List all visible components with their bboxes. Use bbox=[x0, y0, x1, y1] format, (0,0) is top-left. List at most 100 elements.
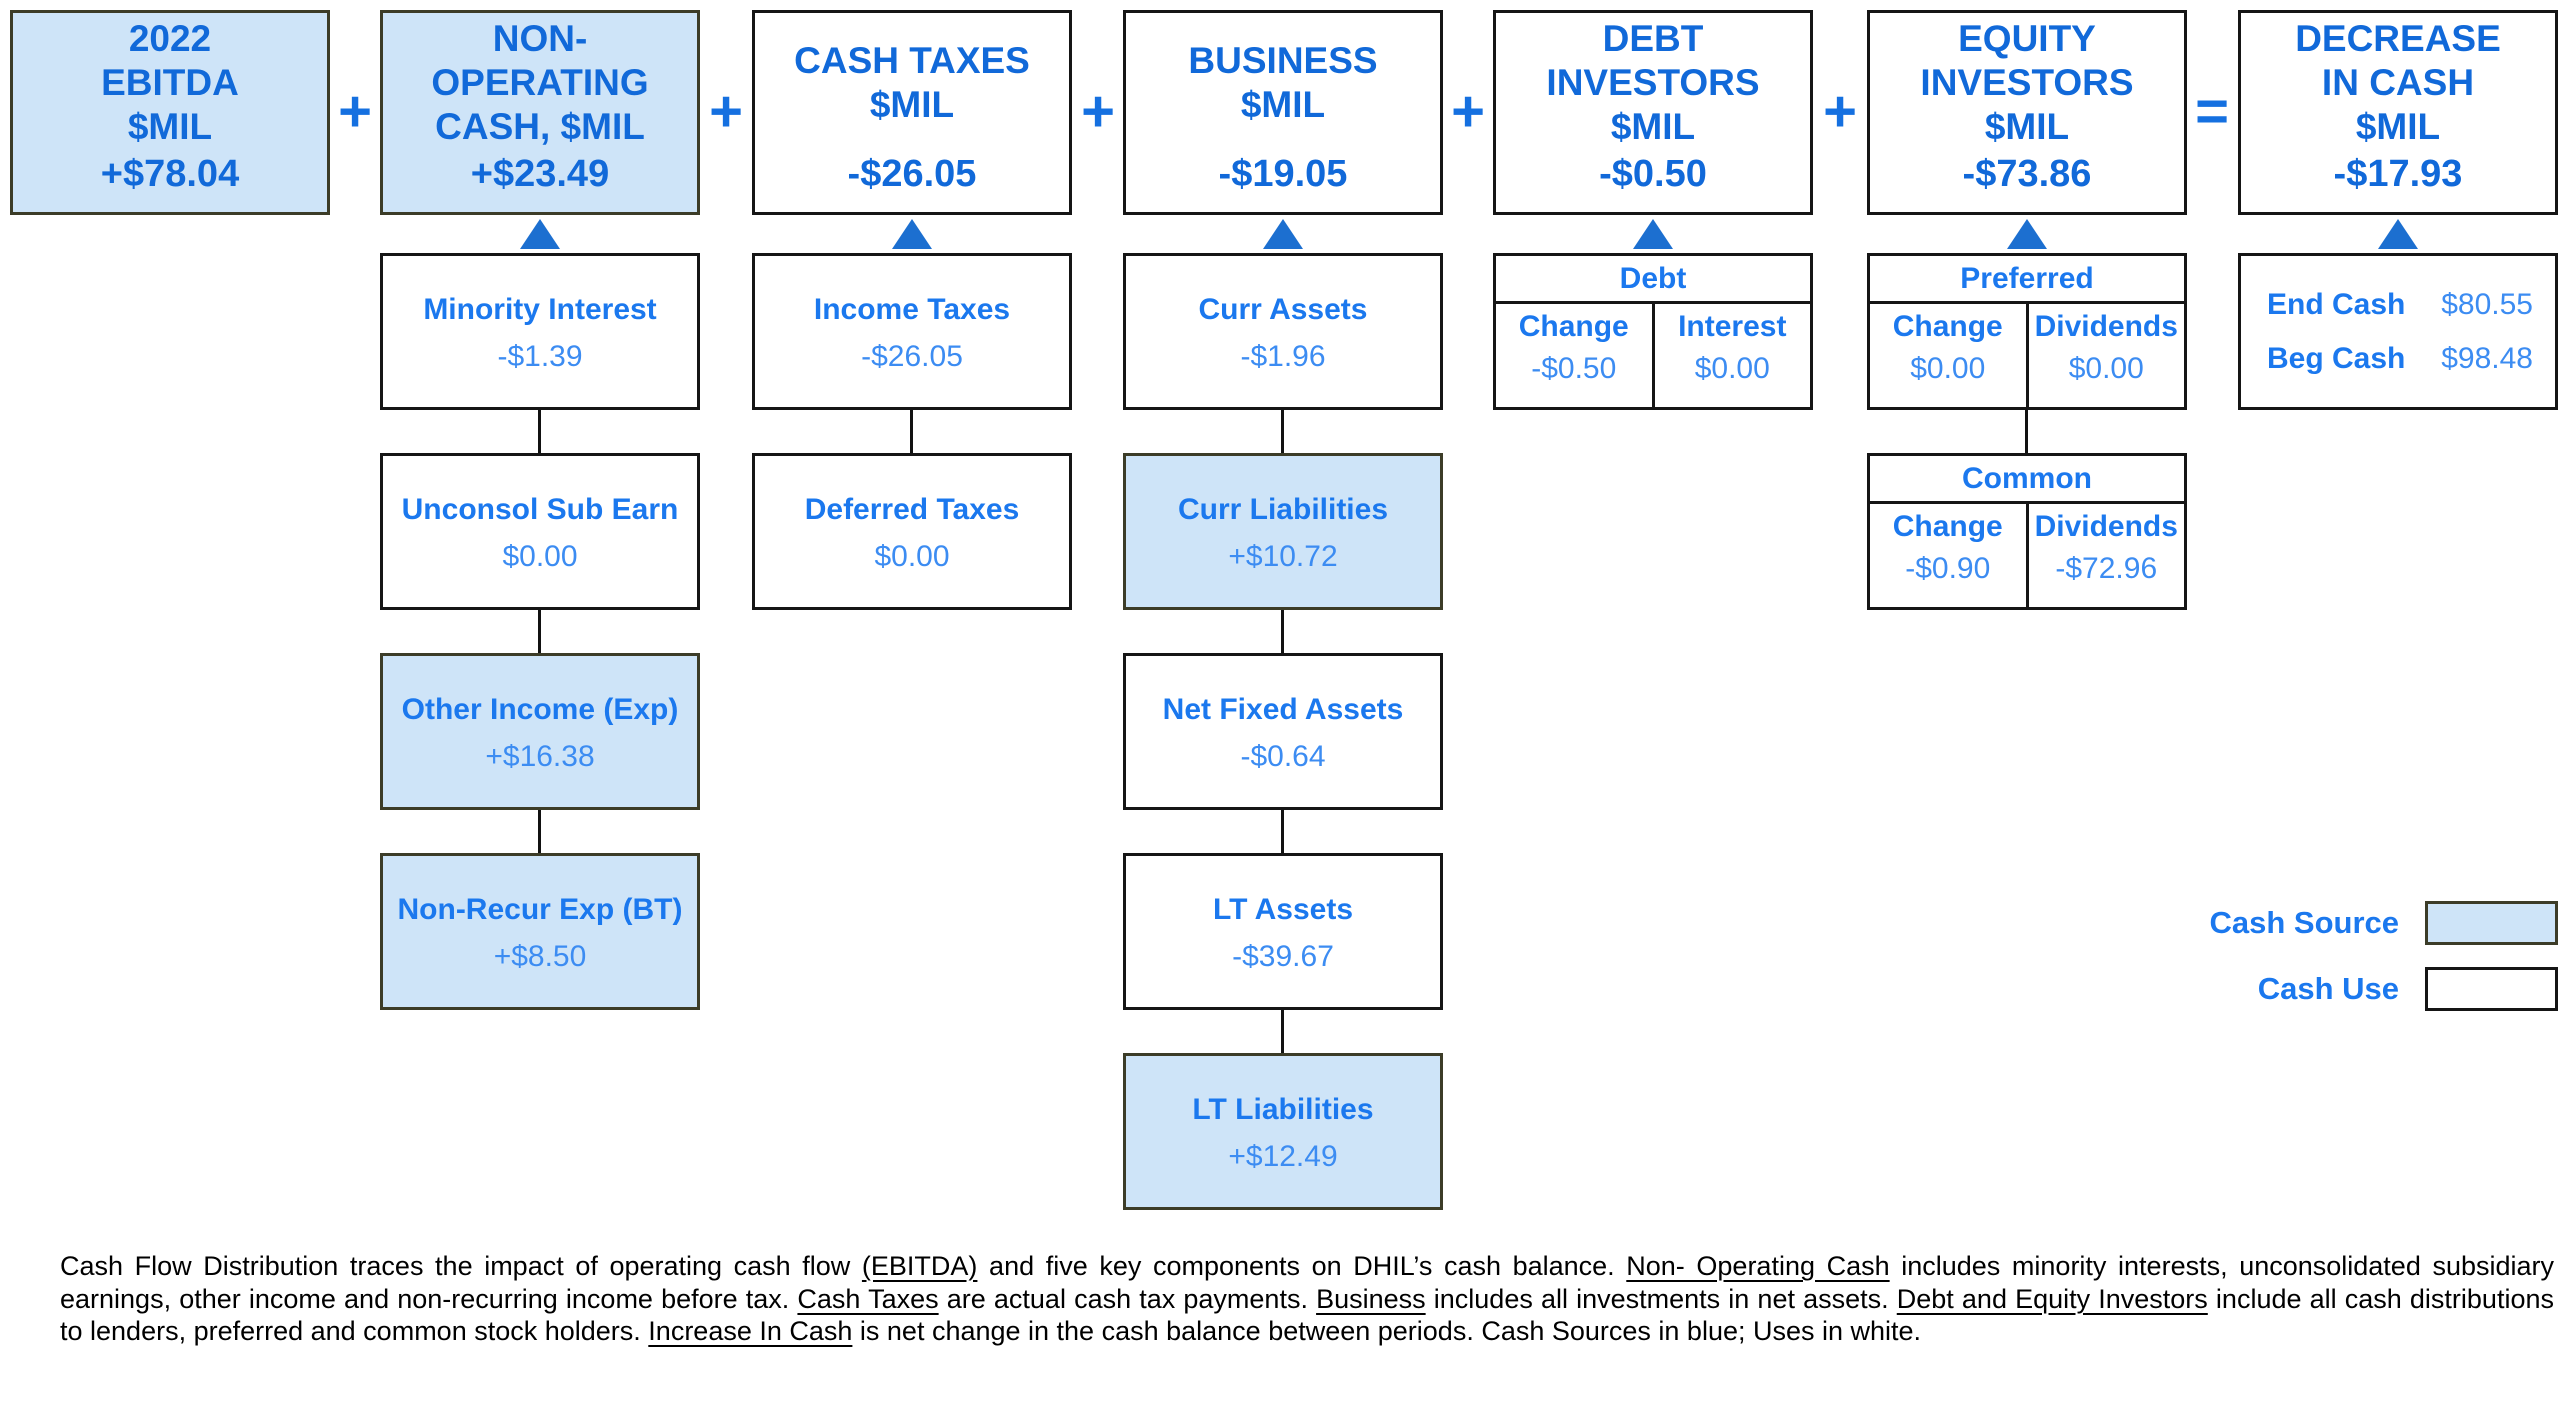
common-change-header: Change bbox=[1892, 510, 2003, 543]
debt-investors-title: DEBT INVESTORS $MIL bbox=[1546, 18, 1760, 147]
ebitda-value: +$78.04 bbox=[100, 153, 240, 195]
legend-cash-source-label: Cash Source bbox=[2209, 905, 2399, 940]
deferred-taxes-box: Deferred Taxes $0.00 bbox=[752, 453, 1072, 610]
debt-table: Debt Change -$0.50 Interest $0.00 bbox=[1493, 253, 1813, 410]
lt-liabilities-label: LT Liabilities bbox=[1192, 1093, 1374, 1126]
end-cash-label: End Cash bbox=[2267, 287, 2406, 321]
decrease-in-cash-box: DECREASE IN CASH $MIL -$17.93 bbox=[2238, 10, 2558, 215]
ebitda-title: 2022 EBITDA $MIL bbox=[101, 18, 239, 147]
debt-investors-box: DEBT INVESTORS $MIL -$0.50 bbox=[1493, 10, 1813, 215]
preferred-dividends-cell: Dividends $0.00 bbox=[2025, 304, 2185, 407]
preferred-table: Preferred Change $0.00 Dividends $0.00 bbox=[1867, 253, 2187, 410]
non-operating-cash-value: +$23.49 bbox=[470, 153, 610, 195]
non-recur-exp-label: Non-Recur Exp (BT) bbox=[397, 893, 683, 926]
common-change-value: -$0.90 bbox=[1905, 552, 1991, 585]
non-operating-cash-box: NON- OPERATING CASH, $MIL +$23.49 bbox=[380, 10, 700, 215]
up-arrow-icon bbox=[1633, 219, 1673, 249]
up-arrow-icon bbox=[520, 219, 560, 249]
non-recur-exp-value: +$8.50 bbox=[493, 940, 587, 973]
lt-assets-box: LT Assets -$39.67 bbox=[1123, 853, 1443, 1010]
deferred-taxes-label: Deferred Taxes bbox=[804, 493, 1020, 526]
preferred-change-header: Change bbox=[1892, 310, 2003, 343]
equals-operator: = bbox=[2195, 79, 2229, 144]
plus-operator: + bbox=[709, 79, 743, 144]
income-taxes-box: Income Taxes -$26.05 bbox=[752, 253, 1072, 410]
other-income-box: Other Income (Exp) +$16.38 bbox=[380, 653, 700, 810]
other-income-value: +$16.38 bbox=[485, 740, 595, 773]
beg-cash-label: Beg Cash bbox=[2267, 341, 2406, 375]
cash-taxes-title: CASH TAXES $MIL bbox=[794, 40, 1030, 125]
up-arrow-icon bbox=[2378, 219, 2418, 249]
curr-assets-box: Curr Assets -$1.96 bbox=[1123, 253, 1443, 410]
curr-assets-value: -$1.96 bbox=[1240, 340, 1326, 373]
net-fixed-assets-value: -$0.64 bbox=[1240, 740, 1326, 773]
lt-liabilities-value: +$12.49 bbox=[1228, 1140, 1338, 1173]
minority-interest-value: -$1.39 bbox=[497, 340, 583, 373]
common-dividends-value: -$72.96 bbox=[2055, 552, 2158, 585]
preferred-table-title: Preferred bbox=[1870, 256, 2184, 304]
ebitda-box: 2022 EBITDA $MIL +$78.04 bbox=[10, 10, 330, 215]
connector-line bbox=[538, 410, 541, 453]
debt-table-body: Change -$0.50 Interest $0.00 bbox=[1496, 304, 1810, 407]
up-arrow-icon bbox=[1263, 219, 1303, 249]
end-cash-value: $80.55 bbox=[2441, 287, 2533, 321]
equity-investors-value: -$73.86 bbox=[1962, 153, 2092, 195]
debt-change-cell: Change -$0.50 bbox=[1496, 304, 1652, 407]
preferred-dividends-header: Dividends bbox=[2034, 310, 2178, 343]
net-fixed-assets-box: Net Fixed Assets -$0.64 bbox=[1123, 653, 1443, 810]
cash-source-swatch bbox=[2425, 901, 2558, 945]
lt-liabilities-box: LT Liabilities +$12.49 bbox=[1123, 1053, 1443, 1210]
debt-interest-value: $0.00 bbox=[1694, 352, 1770, 385]
connector-line bbox=[538, 610, 541, 653]
connector-line bbox=[1281, 1010, 1284, 1053]
up-arrow-icon bbox=[892, 219, 932, 249]
cash-balance-box: End Cash $80.55 Beg Cash $98.48 bbox=[2238, 253, 2558, 410]
minority-interest-label: Minority Interest bbox=[423, 293, 657, 326]
cash-use-swatch bbox=[2425, 967, 2558, 1011]
debt-change-value: -$0.50 bbox=[1531, 352, 1617, 385]
footnote: Cash Flow Distribution traces the impact… bbox=[60, 1251, 2554, 1347]
beg-cash-value: $98.48 bbox=[2441, 341, 2533, 375]
common-change-cell: Change -$0.90 bbox=[1870, 504, 2026, 607]
cash-taxes-value: -$26.05 bbox=[847, 153, 977, 195]
decrease-in-cash-value: -$17.93 bbox=[2333, 153, 2463, 195]
legend-cash-use-row: Cash Use bbox=[2258, 966, 2558, 1012]
plus-operator: + bbox=[338, 79, 372, 144]
connector-line bbox=[1281, 810, 1284, 853]
connector-line bbox=[1281, 610, 1284, 653]
debt-interest-header: Interest bbox=[1678, 310, 1787, 343]
deferred-taxes-value: $0.00 bbox=[874, 540, 950, 573]
legend-cash-use-label: Cash Use bbox=[2257, 971, 2399, 1006]
net-fixed-assets-label: Net Fixed Assets bbox=[1162, 693, 1404, 726]
connector-line bbox=[910, 410, 913, 453]
lt-assets-label: LT Assets bbox=[1212, 893, 1354, 926]
end-cash-row: End Cash $80.55 bbox=[2267, 288, 2533, 322]
common-table: Common Change -$0.90 Dividends -$72.96 bbox=[1867, 453, 2187, 610]
unconsol-sub-earn-box: Unconsol Sub Earn $0.00 bbox=[380, 453, 700, 610]
debt-change-header: Change bbox=[1518, 310, 1629, 343]
plus-operator: + bbox=[1081, 79, 1115, 144]
connector-line bbox=[2025, 410, 2028, 453]
curr-liabilities-box: Curr Liabilities +$10.72 bbox=[1123, 453, 1443, 610]
beg-cash-row: Beg Cash $98.48 bbox=[2267, 342, 2533, 376]
common-dividends-header: Dividends bbox=[2034, 510, 2178, 543]
income-taxes-value: -$26.05 bbox=[861, 340, 963, 373]
preferred-change-cell: Change $0.00 bbox=[1870, 304, 2026, 407]
connector-line bbox=[538, 810, 541, 853]
non-recur-exp-box: Non-Recur Exp (BT) +$8.50 bbox=[380, 853, 700, 1010]
legend-cash-source-row: Cash Source bbox=[2209, 900, 2558, 946]
curr-liabilities-label: Curr Liabilities bbox=[1177, 493, 1389, 526]
business-box: BUSINESS $MIL -$19.05 bbox=[1123, 10, 1443, 215]
plus-operator: + bbox=[1451, 79, 1485, 144]
curr-assets-label: Curr Assets bbox=[1198, 293, 1368, 326]
curr-liabilities-value: +$10.72 bbox=[1228, 540, 1338, 573]
plus-operator: + bbox=[1823, 79, 1857, 144]
common-dividends-cell: Dividends -$72.96 bbox=[2025, 504, 2185, 607]
common-table-title: Common bbox=[1870, 456, 2184, 504]
debt-investors-value: -$0.50 bbox=[1599, 153, 1707, 195]
cash-taxes-box: CASH TAXES $MIL -$26.05 bbox=[752, 10, 1072, 215]
business-value: -$19.05 bbox=[1218, 153, 1348, 195]
income-taxes-label: Income Taxes bbox=[813, 293, 1011, 326]
business-title: BUSINESS $MIL bbox=[1188, 40, 1378, 125]
